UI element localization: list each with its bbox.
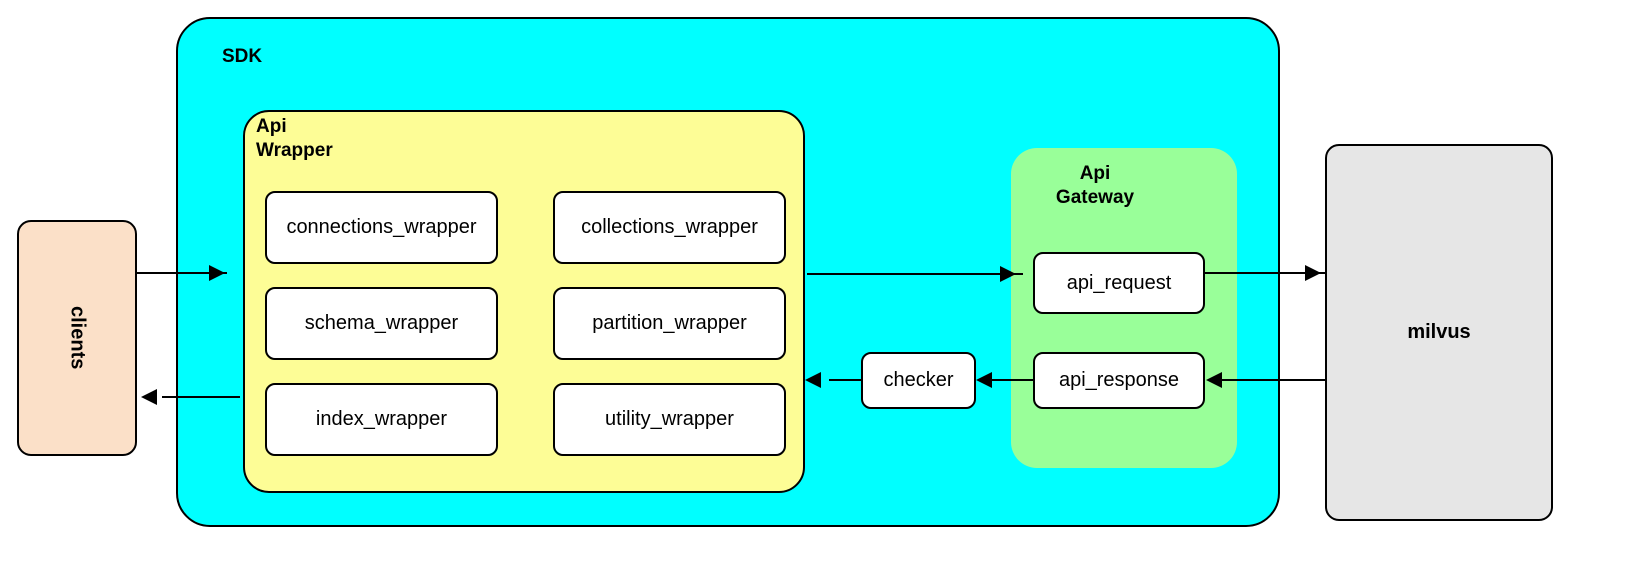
arrowhead-checker-to-wrapper (805, 372, 821, 388)
node-milvus-label: milvus (1407, 321, 1471, 343)
node-connections-wrapper-label: connections_wrapper (286, 216, 477, 238)
container-api-wrapper-label: Api Wrapper (256, 116, 333, 162)
connector-milvus-to-response (1212, 379, 1327, 381)
node-partition-wrapper[interactable]: partition_wrapper (553, 287, 786, 360)
connector-clients-to-wrapper (137, 272, 227, 274)
node-utility-wrapper-label: utility_wrapper (605, 408, 734, 430)
node-utility-wrapper[interactable]: utility_wrapper (553, 383, 786, 456)
connector-request-to-milvus (1205, 272, 1327, 274)
arrowhead-wrapper-to-clients (141, 389, 157, 405)
node-clients[interactable]: clients (17, 220, 137, 456)
container-sdk-label: SDK (222, 46, 263, 67)
node-index-wrapper-label: index_wrapper (315, 408, 448, 430)
node-schema-wrapper-label: schema_wrapper (304, 312, 459, 334)
node-api-request-label: api_request (1066, 271, 1172, 294)
node-index-wrapper[interactable]: index_wrapper (265, 383, 498, 456)
node-api-response-label: api_response (1058, 369, 1180, 391)
connector-wrapper-to-clients (162, 396, 240, 398)
arrowhead-response-to-checker (976, 372, 992, 388)
node-clients-label: clients (66, 306, 89, 370)
arrowhead-milvus-to-response (1206, 372, 1222, 388)
node-schema-wrapper[interactable]: schema_wrapper (265, 287, 498, 360)
node-partition-wrapper-label: partition_wrapper (592, 312, 747, 334)
node-api-response[interactable]: api_response (1033, 352, 1205, 409)
arrowhead-request-to-milvus (1305, 265, 1321, 281)
node-collections-wrapper-label: collections_wrapper (581, 216, 758, 238)
node-checker[interactable]: checker (861, 352, 976, 409)
node-checker-label: checker (883, 369, 954, 391)
node-api-request[interactable]: api_request (1033, 252, 1205, 314)
node-connections-wrapper[interactable]: connections_wrapper (265, 191, 498, 264)
connector-response-to-checker (982, 379, 1034, 381)
node-collections-wrapper[interactable]: collections_wrapper (553, 191, 786, 264)
arrowhead-clients-to-wrapper (209, 265, 225, 281)
connector-checker-to-wrapper (829, 379, 862, 381)
connector-wrapper-to-gateway (807, 273, 1023, 275)
container-api-gateway-label: Api Gateway (1055, 163, 1135, 209)
arrowhead-wrapper-to-gateway (1000, 266, 1016, 282)
node-milvus[interactable]: milvus (1325, 144, 1553, 521)
